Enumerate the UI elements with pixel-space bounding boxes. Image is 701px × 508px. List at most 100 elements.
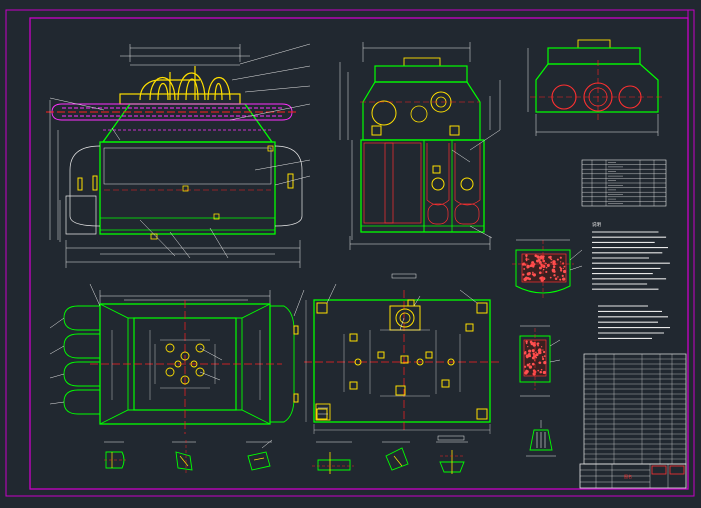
inner-sheet-border: [29, 17, 689, 490]
front-elevation-view[interactable]: [46, 43, 311, 268]
refractory-rubble-dot: [525, 254, 528, 257]
refractory-rubble-dot: [525, 340, 528, 343]
refractory-rubble-dot: [531, 349, 535, 353]
refractory-rubble-dot: [523, 268, 526, 270]
base-anchor-detail: [315, 403, 331, 421]
refractory-rubble-dot: [560, 261, 562, 263]
outer-sheet-border: [5, 9, 695, 497]
refractory-rubble-dot: [521, 263, 525, 266]
refractory-rubble-dot: [556, 258, 559, 261]
refractory-rubble-dot: [527, 345, 529, 348]
refractory-rubble-dot: [541, 356, 544, 358]
refractory-rubble-dot: [531, 261, 535, 265]
detail-section-5: [382, 441, 410, 471]
refractory-rubble-dot: [550, 261, 553, 264]
plan-left-tubes: [63, 305, 100, 415]
section-detail-upper: [512, 239, 583, 300]
refractory-rubble-dot: [522, 273, 525, 276]
section-detail-small: [526, 420, 556, 457]
top-hood-view[interactable]: [527, 39, 664, 136]
refractory-rubble-dot: [562, 277, 566, 281]
refractory-rubble-dot: [539, 255, 544, 259]
refractory-rubble-dot: [543, 355, 546, 358]
refractory-rubble-dot: [537, 369, 540, 372]
refractory-rubble-dot: [545, 266, 548, 269]
refractory-rubble-dot: [560, 269, 563, 272]
refractory-rubble-dot: [534, 254, 538, 258]
refractory-rubble-dot: [552, 265, 556, 269]
refractory-rubble-dot: [528, 277, 532, 281]
refractory-rubble-dot: [538, 361, 541, 364]
refractory-rubble-dot: [542, 259, 546, 263]
bill-of-materials[interactable]: [583, 353, 687, 465]
refractory-rubble-dot: [532, 372, 536, 376]
refractory-rubble-dot: [526, 272, 530, 276]
refractory-rubble-dot: [525, 259, 528, 262]
refractory-rubble-dot: [531, 264, 534, 266]
base-corner-pads: [316, 299, 488, 420]
refractory-rubble-dot: [539, 266, 542, 270]
front-hood-outline: [101, 103, 274, 143]
title-block[interactable]: 图名: [579, 463, 687, 489]
refractory-rubble-dot: [525, 342, 528, 345]
front-bottom-dimensions: [49, 100, 301, 268]
front-leader-lines: [49, 43, 311, 259]
parts-list-table[interactable]: [581, 159, 667, 207]
refractory-rubble-dot: [533, 355, 535, 357]
refractory-rubble-dot: [546, 263, 550, 267]
refractory-rubble-dot: [563, 265, 566, 268]
side-top-dimensions: [339, 42, 501, 140]
refractory-rubble-dot: [543, 361, 547, 365]
refractory-rubble-dot: [536, 342, 539, 346]
refractory-rubble-dot: [542, 350, 546, 354]
detail-section-1: [104, 441, 126, 469]
refractory-rubble-dot: [525, 255, 528, 258]
refractory-rubble-dot: [528, 349, 532, 353]
refractory-rubble-dot: [538, 260, 542, 264]
refractory-rubble-dot: [559, 267, 563, 270]
refractory-rubble-dot: [542, 370, 546, 375]
refractory-rubble-dot: [563, 271, 566, 273]
title-block-name: 图名: [624, 473, 632, 479]
refractory-rubble-dot: [531, 362, 535, 366]
side-elevation-view[interactable]: [339, 42, 501, 250]
detail-section-2: [172, 440, 196, 474]
front-top-dimensions: [120, 44, 250, 66]
refractory-rubble-dot: [526, 356, 529, 359]
front-burner-pipes: [119, 66, 241, 105]
side-bottom-dimensions: [349, 129, 501, 250]
base-plan-view[interactable]: [304, 273, 500, 441]
plan-view[interactable]: [49, 283, 305, 434]
refractory-rubble-dot: [538, 271, 542, 275]
refractory-rubble-dot: [549, 276, 552, 279]
detail-sections-row[interactable]: [104, 439, 468, 474]
notes-heading: 说明: [592, 221, 601, 228]
refractory-rubble-dot: [554, 277, 558, 281]
refractory-rubble-dot: [526, 266, 529, 269]
refractory-rubble-dot: [542, 357, 545, 361]
refractory-rubble-dot: [544, 262, 546, 264]
refractory-rubble-dot: [533, 263, 536, 266]
section-detail-views[interactable]: [512, 239, 583, 457]
refractory-rubble-dot: [539, 370, 543, 374]
refractory-rubble-dot: [523, 351, 527, 355]
refractory-rubble-dot: [540, 346, 543, 348]
refractory-rubble-dot: [540, 368, 543, 371]
refractory-rubble-dot: [538, 350, 542, 355]
base-plan-frame: [313, 299, 491, 423]
refractory-rubble-dot: [536, 255, 538, 257]
refractory-rubble-dot: [559, 278, 562, 281]
refractory-rubble-dot: [526, 370, 529, 373]
refractory-rubble-dot: [559, 266, 562, 269]
plan-burner-holes: [165, 343, 205, 385]
technical-notes[interactable]: 说明: [592, 221, 670, 339]
refractory-rubble-dot: [536, 259, 539, 263]
top-hood-outline: [535, 63, 659, 113]
refractory-rubble-dot: [545, 270, 548, 274]
refractory-rubble-dot: [551, 268, 556, 273]
refractory-rubble-dot: [526, 363, 530, 367]
plan-right-tubes: [270, 305, 295, 423]
refractory-rubble-dot: [542, 349, 544, 351]
refractory-rubble-dot: [542, 268, 545, 271]
